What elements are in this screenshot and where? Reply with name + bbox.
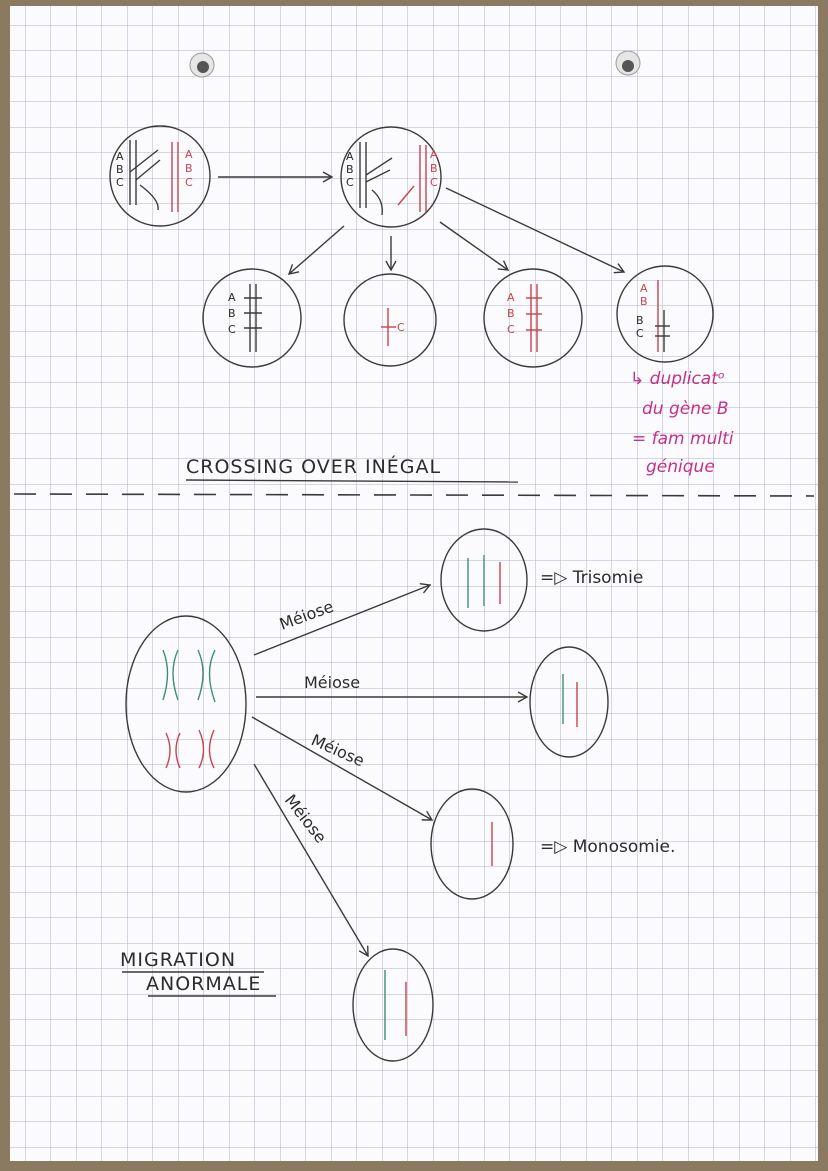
gene-b-label-red-2: B [430,162,438,175]
duplication-note: ↳ duplicatᵒ du gène B = fam multi géniqu… [630,369,734,477]
grid-lines [10,6,818,1161]
gene-c-label-2: C [346,176,354,189]
gamete3-gene-c: C [507,323,515,336]
gamete2-gene-c: C [397,321,405,334]
gene-b-label-red: B [185,162,193,175]
crossing-title-underline [185,479,519,483]
mother-cell [125,615,247,793]
migration-title-line1: MIGRATION [120,949,236,971]
note-line-3: = fam multi [632,429,734,449]
parent-cell-after [340,126,442,228]
gamete-duplication [616,265,714,363]
gene-a-label-red: A [185,148,193,161]
gamete-normal-black [202,268,302,368]
section-divider [13,493,815,497]
note-line-4: génique [646,457,715,477]
meiose-label-2: Méiose [304,673,360,692]
gamete4-gene-c: C [636,327,644,340]
gene-a-label-2: A [346,150,354,163]
gene-a-label-red-2: A [430,148,438,161]
daughter-cell-trisomy [440,528,528,632]
note-line-1: ↳ duplicatᵒ [630,369,725,389]
gene-c-label-red: C [185,176,193,189]
gene-c-label-red-2: C [430,176,438,189]
punch-hole-left-inner-icon [197,61,209,73]
gamete1-gene-c: C [228,323,236,336]
gene-b-label-2: B [346,163,354,176]
migration-title-line2: ANORMALE [146,973,261,995]
gamete4-gene-a: A [640,282,648,295]
daughter-cell-monosomy [430,788,514,900]
gene-b-label: B [116,163,124,176]
gamete-deletion [343,273,437,367]
crossing-over-diagram [109,125,714,483]
gene-c-label: C [116,176,124,189]
gamete3-gene-b: B [507,307,515,320]
note-line-2: du gène B [642,399,729,419]
gene-a-label: A [116,150,124,163]
gamete1-gene-b: B [228,307,236,320]
result-monosomie: =▷ Monosomie. [540,837,675,857]
gene-labels: A B C A B C A B C A B C A B C C A B C A … [116,148,648,340]
gamete4-gene-b-dup: B [636,314,644,327]
crossing-over-title: CROSSING OVER INÉGAL [186,455,441,478]
migration-diagram [122,528,609,1062]
daughter-cell-lower [352,948,434,1062]
punch-hole-right-inner-icon [622,60,634,72]
result-trisomie: =▷ Trisomie [540,568,643,588]
gamete3-gene-a: A [507,291,515,304]
parent-cell-before [109,125,211,227]
gamete4-gene-b: B [640,295,648,308]
gamete1-gene-a: A [228,291,236,304]
gamete-normal-red [483,268,583,368]
daughter-cell-normal [529,646,609,758]
